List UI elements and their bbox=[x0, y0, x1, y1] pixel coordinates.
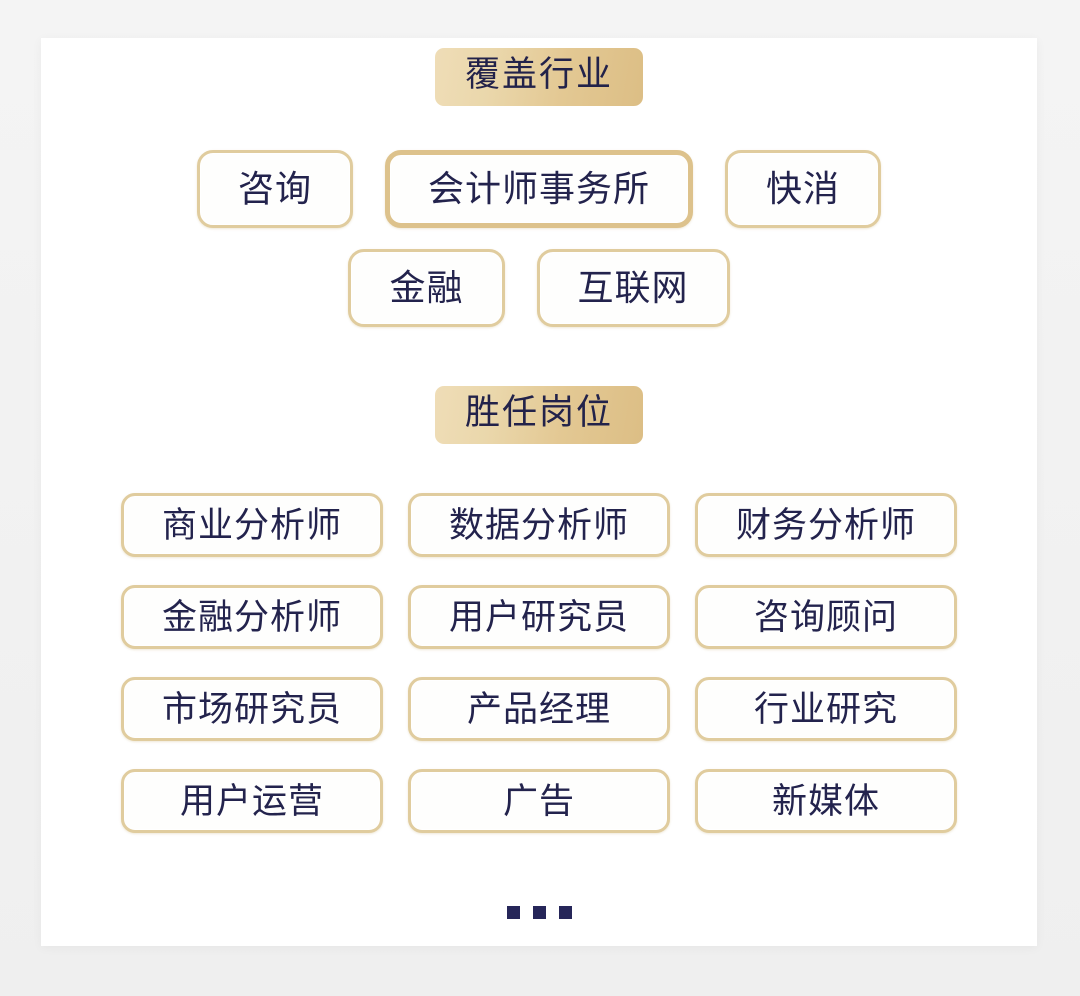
ellipsis-dot-icon bbox=[532, 906, 546, 919]
industries-row-2: 金融 互联网 bbox=[41, 249, 1037, 327]
more-positions-indicator bbox=[41, 906, 1037, 919]
ellipsis-dot-icon bbox=[506, 906, 520, 919]
content-card: 覆盖行业 咨询 会计师事务所 快消 金融 互联网 胜任岗位 商业分析师 数据分析… bbox=[41, 38, 1037, 946]
position-tag-data-analyst[interactable]: 数据分析师 bbox=[408, 493, 670, 557]
industry-tag-accounting-firm[interactable]: 会计师事务所 bbox=[384, 150, 693, 228]
positions-tag-grid: 商业分析师 数据分析师 财务分析师 金融分析师 用户研究员 咨询顾问 市场研究员… bbox=[41, 493, 1037, 833]
industry-tag-finance[interactable]: 金融 bbox=[348, 249, 505, 327]
industries-row-1: 咨询 会计师事务所 快消 bbox=[41, 150, 1037, 228]
industries-tag-group: 咨询 会计师事务所 快消 金融 互联网 bbox=[41, 150, 1037, 327]
industries-section-heading: 覆盖行业 bbox=[434, 48, 643, 106]
ellipsis-dot-icon bbox=[558, 906, 572, 919]
position-tag-user-researcher[interactable]: 用户研究员 bbox=[408, 585, 670, 649]
positions-section-heading: 胜任岗位 bbox=[434, 386, 643, 444]
industries-heading-wrap: 覆盖行业 bbox=[41, 48, 1037, 106]
position-tag-market-researcher[interactable]: 市场研究员 bbox=[121, 677, 383, 741]
position-tag-finance-analyst[interactable]: 金融分析师 bbox=[121, 585, 383, 649]
position-tag-consultant[interactable]: 咨询顾问 bbox=[695, 585, 957, 649]
position-tag-user-operations[interactable]: 用户运营 bbox=[121, 769, 383, 833]
position-tag-product-manager[interactable]: 产品经理 bbox=[408, 677, 670, 741]
position-tag-industry-research[interactable]: 行业研究 bbox=[695, 677, 957, 741]
industry-tag-internet[interactable]: 互联网 bbox=[536, 249, 730, 327]
positions-heading-wrap: 胜任岗位 bbox=[41, 386, 1037, 444]
position-tag-financial-analyst[interactable]: 财务分析师 bbox=[695, 493, 957, 557]
position-tag-business-analyst[interactable]: 商业分析师 bbox=[121, 493, 383, 557]
industry-tag-consulting[interactable]: 咨询 bbox=[196, 150, 353, 228]
position-tag-new-media[interactable]: 新媒体 bbox=[695, 769, 957, 833]
position-tag-advertising[interactable]: 广告 bbox=[408, 769, 670, 833]
industry-tag-fmcg[interactable]: 快消 bbox=[725, 150, 882, 228]
